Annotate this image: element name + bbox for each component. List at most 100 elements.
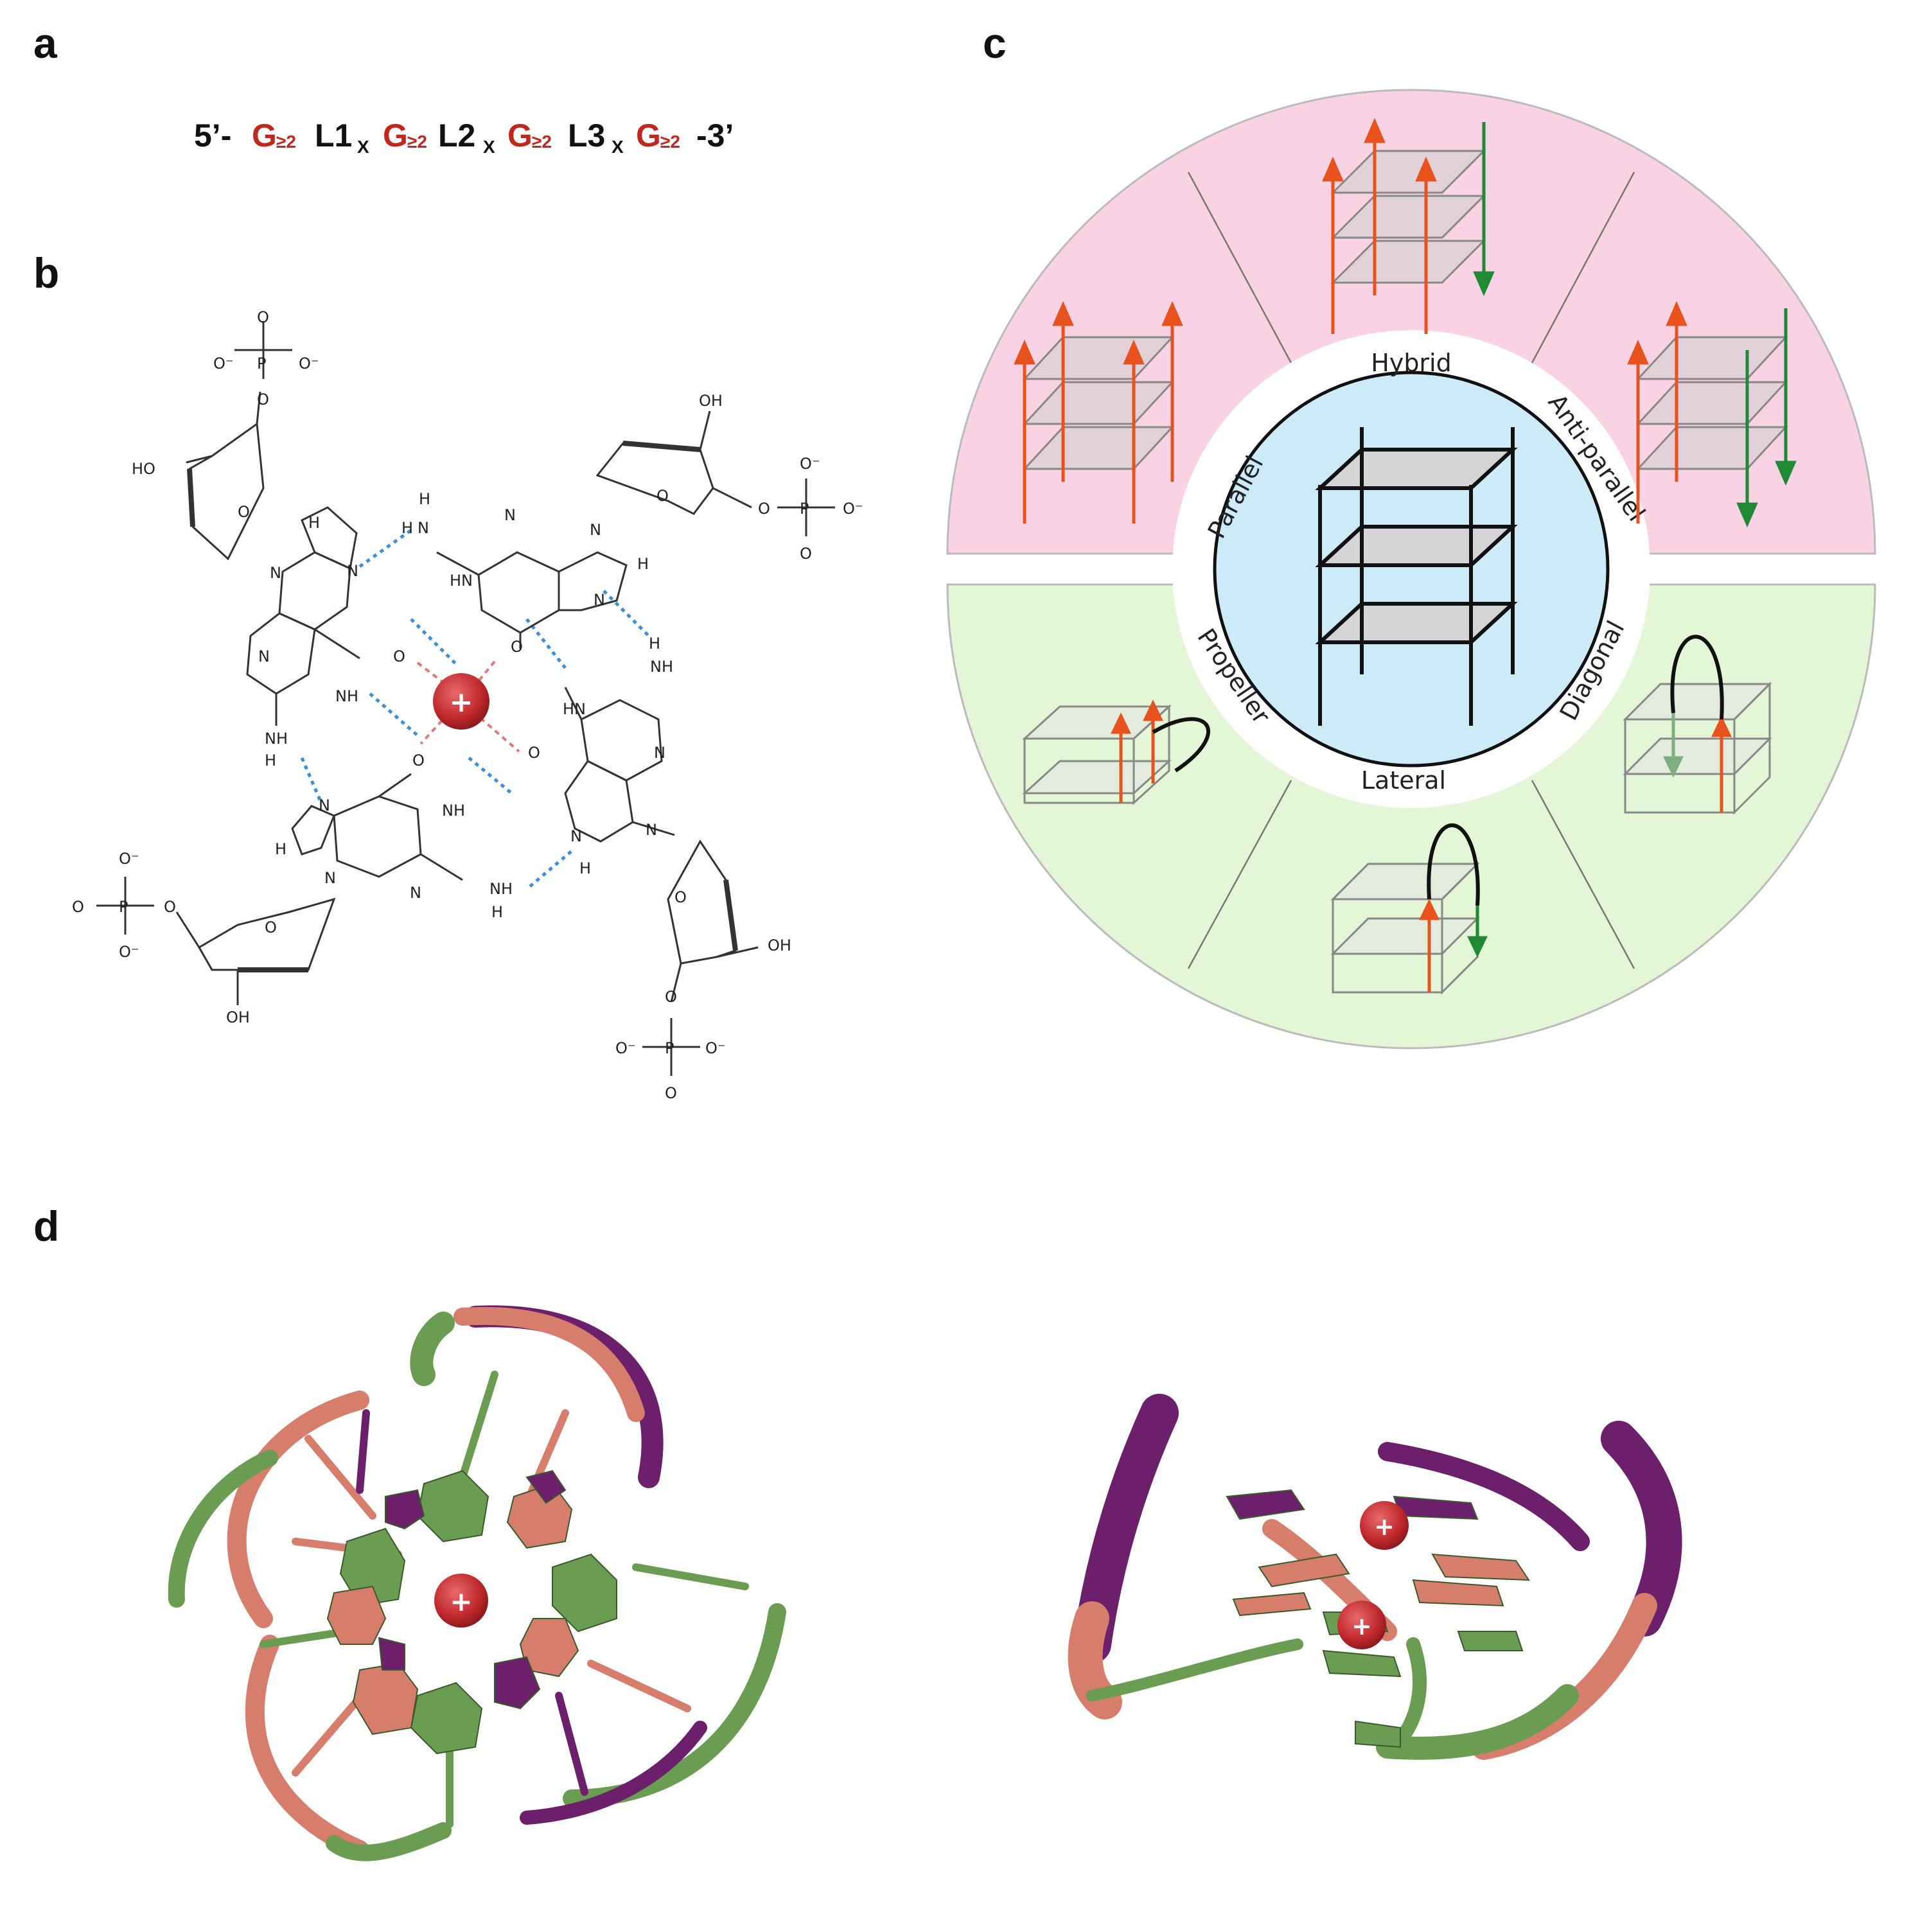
sequence-loop-1-subscript: X: [357, 137, 369, 157]
atom-o: O: [800, 545, 812, 563]
atom-h: H: [308, 514, 320, 532]
atom-o: O: [257, 308, 269, 326]
atom-nh: NH: [650, 658, 673, 676]
atom-h: H: [265, 751, 276, 769]
atom-o: O: [257, 391, 269, 408]
atom-o: O: [674, 888, 687, 906]
atom-p: P: [665, 1039, 674, 1057]
parallel-schematic: [1014, 301, 1183, 523]
atom-oh: OH: [226, 1008, 250, 1026]
atom-o: O: [265, 918, 277, 936]
label-lateral: Lateral: [1361, 766, 1446, 795]
sequence-loop-3-subscript: X: [612, 137, 624, 157]
atom-o: O: [528, 744, 540, 762]
model-top-cation: +: [450, 1586, 472, 1617]
atom-o: O: [511, 638, 523, 656]
quadruplex-model-top-view: +: [168, 1305, 786, 1861]
atom-o: O: [665, 988, 677, 1006]
propeller-loop-schematic: [1022, 699, 1210, 805]
atom-n: N: [504, 506, 516, 524]
sequence-g-tract-4-subscript: ≥2: [660, 132, 680, 152]
sequence-loop-3: L3: [568, 118, 605, 154]
atom-o: O: [164, 898, 176, 916]
panel-label-b: b: [33, 249, 59, 297]
atom-h: H: [419, 490, 430, 508]
quadruplex-model-side-view: + +: [1068, 1394, 1682, 1760]
atom-n: N: [258, 647, 270, 665]
guanine-upper-left: [246, 506, 360, 726]
atom-n: N: [319, 796, 330, 814]
diagonal-loop-schematic: [1623, 635, 1772, 815]
atom-o-minus: O⁻: [800, 455, 820, 473]
atom-o: O: [238, 503, 250, 521]
atom-o-minus: O⁻: [299, 355, 319, 373]
atom-o-minus: O⁻: [843, 500, 863, 518]
phosphate-upper-right: [777, 479, 835, 536]
atom-ho: HO: [132, 460, 155, 478]
atom-o-minus: O⁻: [615, 1039, 636, 1057]
wheel-top-segment: [946, 89, 1876, 555]
atom-n: N: [270, 564, 281, 582]
sequence-g-tract-1-subscript: ≥2: [276, 132, 296, 152]
atom-n: N: [594, 591, 605, 609]
atom-n: N: [570, 827, 582, 845]
phosphate-upper-left: [234, 321, 292, 379]
sequence-g-tract-2: G: [383, 118, 408, 154]
atom-p: P: [119, 898, 128, 916]
sugar-upper-left: [186, 391, 265, 561]
sequence-prefix: 5’-: [194, 118, 231, 154]
atom-n: N: [590, 521, 601, 539]
ion-coordination-bonds: [416, 660, 520, 753]
wheel-dividers: [1187, 171, 1635, 969]
sugar-lower-left: [175, 897, 336, 1005]
sequence-g-tract-3: G: [507, 118, 533, 154]
atom-n: N: [347, 562, 358, 580]
atom-h: H: [637, 555, 649, 573]
sequence-g-tract-1: G: [252, 118, 277, 154]
model-side-cation-lower: +: [1352, 1612, 1372, 1640]
atom-n: N: [654, 744, 665, 762]
atom-n: N: [324, 869, 336, 887]
cation-plus-sign: +: [450, 686, 473, 719]
atom-oh: OH: [699, 392, 723, 410]
sequence-g-tract-2-subscript: ≥2: [407, 132, 427, 152]
atom-o-minus: O⁻: [119, 943, 139, 961]
atom-o-minus: O⁻: [213, 355, 234, 373]
sequence-g-tract-3-subscript: ≥2: [532, 132, 552, 152]
atom-h: H: [649, 635, 660, 653]
atom-o: O: [758, 500, 770, 518]
sugar-lower-right: [667, 839, 759, 1003]
sequence-suffix: -3’: [696, 118, 734, 154]
phosphate-lower-left: [96, 877, 154, 935]
atom-o-minus: O⁻: [119, 850, 139, 868]
sequence-loop-2: L2: [438, 118, 475, 154]
g-tetrad-structure: [96, 321, 835, 1076]
atom-h: H: [491, 903, 503, 921]
central-quadruplex-stack: [1315, 427, 1518, 726]
panel-label-d: d: [33, 1202, 59, 1250]
guanine-upper-right: [436, 551, 628, 649]
sequence-loop-1: L1: [315, 118, 352, 154]
atom-o: O: [412, 751, 425, 769]
lateral-loop-schematic: [1330, 823, 1488, 995]
atom-o: O: [393, 647, 405, 665]
anti-parallel-schematic: [1627, 301, 1797, 528]
atom-nh: NH: [335, 687, 358, 705]
atom-nh: NH: [265, 730, 288, 748]
g-quadruplex-sequence: 5’- G ≥2 L1 X G ≥2 L2 X G ≥2 L3 X G ≥2 -…: [194, 118, 734, 157]
topology-wheel: Parallel Hybrid Anti-parallel Propeller …: [946, 89, 1876, 1049]
atom-n: N: [410, 884, 421, 902]
guanine-lower-right: [564, 687, 675, 843]
atom-n: N: [646, 821, 657, 839]
wheel-center-disk: [1213, 371, 1610, 768]
atom-o: O: [72, 898, 84, 916]
atom-o-minus: O⁻: [705, 1039, 726, 1057]
panel-label-a: a: [33, 19, 58, 67]
atom-hn: HN: [450, 572, 473, 590]
atom-nh: NH: [442, 802, 465, 820]
phosphate-lower-right: [642, 1018, 700, 1076]
atom-n: N: [418, 519, 429, 537]
atom-p: P: [257, 355, 266, 373]
atom-p: P: [800, 500, 809, 518]
atom-h: H: [579, 859, 591, 877]
